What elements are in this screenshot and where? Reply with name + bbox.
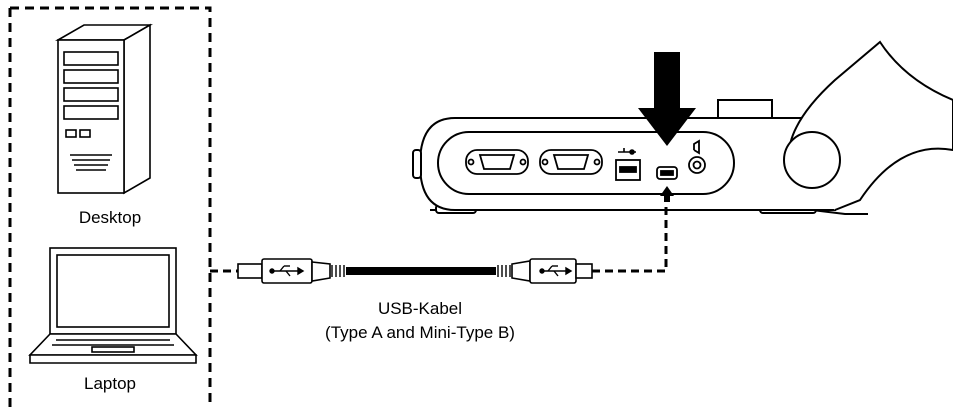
usb-cable [210,204,668,284]
mini-usb-port [656,166,678,180]
usb-a-port [615,159,641,181]
usb-symbol-icon [269,265,305,277]
cable-type-label: (Type A and Mini-Type B) [325,323,515,342]
usb-symbol-icon [539,265,573,277]
cable-name-label: USB-Kabel [377,299,463,318]
down-arrow-icon [638,52,696,146]
desktop-tower-icon [55,23,153,195]
strain-relief-left [331,265,345,277]
usb-a-plug [237,258,331,284]
vga-port-1 [465,149,529,175]
up-arrow-icon [660,186,674,202]
computer-region [8,6,212,408]
desktop-label: Desktop [78,208,142,227]
laptop-icon [28,247,198,364]
strain-relief-right [497,265,511,277]
laptop-label: Laptop [84,374,136,393]
usb-symbol-icon [618,148,636,155]
document-camera-device [412,40,953,215]
audio-jack-icon [688,139,706,174]
vga-port-2 [539,149,603,175]
